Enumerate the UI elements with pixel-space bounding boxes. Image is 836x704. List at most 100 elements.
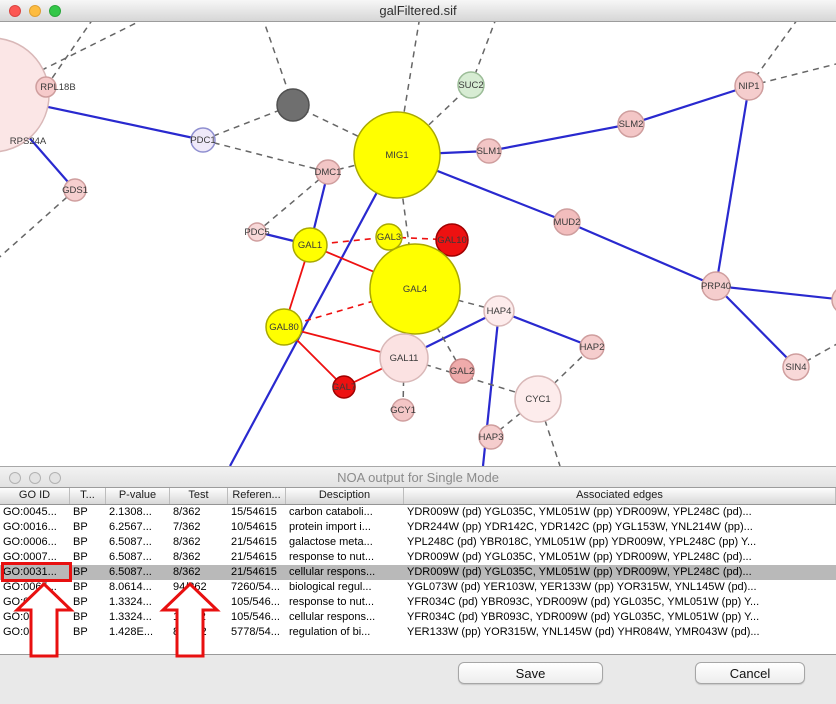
table-cell: YER133W (pp) YOR315W, YNL145W (pd) YHR08… <box>407 626 760 638</box>
graph-node-gray1[interactable] <box>276 88 310 122</box>
graph-node-prp40[interactable] <box>701 271 731 301</box>
table-cell: 1.3324... <box>109 611 152 623</box>
table-cell: GO:0006... <box>3 536 57 548</box>
graph-edge[interactable] <box>292 104 398 156</box>
window-controls <box>9 5 61 17</box>
table-cell: 6.5087... <box>109 566 152 578</box>
graph-node-label: GAL2 <box>450 366 474 377</box>
table-cell: YDR009W (pd) YGL035C, YML051W (pp) YDR00… <box>407 551 752 563</box>
graph-node-mud2[interactable] <box>553 208 581 236</box>
graph-node-label: PRP40 <box>701 281 731 292</box>
graph-node-suc2[interactable] <box>457 71 485 99</box>
close-button-icon[interactable] <box>9 472 21 484</box>
graph-node-mig1[interactable] <box>353 111 441 199</box>
table-cell: BP <box>73 551 88 563</box>
zoom-button-icon[interactable] <box>49 5 61 17</box>
graph-edge[interactable] <box>488 122 632 153</box>
graph-node-gal10[interactable] <box>435 223 469 257</box>
column-header-desciption[interactable]: Desciption <box>286 488 404 504</box>
graph-edge[interactable] <box>256 171 329 233</box>
graph-node-gal1[interactable] <box>292 227 328 263</box>
graph-edge[interactable] <box>748 62 836 87</box>
column-header-t-[interactable]: T... <box>70 488 106 504</box>
graph-node-edge_r[interactable] <box>831 286 836 314</box>
table-cell: YFR034C (pd) YBR093C, YDR009W (pd) YGL03… <box>407 611 760 623</box>
graph-node-label: GAL80 <box>269 322 299 333</box>
graph-edge[interactable] <box>566 220 717 288</box>
network-window-titlebar[interactable]: galFiltered.sif <box>0 0 836 22</box>
table-cell: GO:0065... <box>3 581 57 593</box>
graph-node-rpl18b[interactable] <box>35 76 57 98</box>
graph-node-label: GAL4 <box>403 284 427 295</box>
graph-edge[interactable] <box>0 189 76 262</box>
graph-node-gal11[interactable] <box>379 333 429 383</box>
table-cell: 21/54615 <box>231 566 277 578</box>
table-cell: BP <box>73 596 88 608</box>
close-button-icon[interactable] <box>9 5 21 17</box>
graph-edge[interactable] <box>202 139 329 173</box>
zoom-button-icon[interactable] <box>49 472 61 484</box>
graph-edge[interactable] <box>715 284 836 301</box>
network-canvas[interactable]: RPS24ARPL18BGDS1PDC1DMC1MIG1SUC2SLM1SLM2… <box>0 15 836 467</box>
graph-edge[interactable] <box>715 285 797 368</box>
graph-node-pdc1[interactable] <box>190 127 216 153</box>
graph-edge[interactable] <box>714 85 751 287</box>
graph-edge[interactable] <box>402 357 405 411</box>
column-header-referen-[interactable]: Referen... <box>228 488 286 504</box>
graph-node-dmc1[interactable] <box>315 159 341 185</box>
graph-node-gal3[interactable] <box>375 223 403 251</box>
graph-node-cyc1[interactable] <box>514 375 562 423</box>
graph-node-gal4[interactable] <box>369 243 461 335</box>
graph-node-gal80[interactable] <box>265 308 303 346</box>
table-cell: GO:0009... <box>3 596 57 608</box>
graph-node-hap2[interactable] <box>579 334 605 360</box>
table-cell: cellular respons... <box>289 566 376 578</box>
graph-node-nip1[interactable] <box>734 71 764 101</box>
minimize-button-icon[interactable] <box>29 5 41 17</box>
graph-edge[interactable] <box>630 84 750 126</box>
graph-edge[interactable] <box>0 15 151 95</box>
noa-window-titlebar[interactable]: NOA output for Single Mode <box>0 466 836 488</box>
save-button[interactable]: Save <box>458 662 603 684</box>
graph-edge[interactable] <box>229 154 398 467</box>
graph-node-hap3[interactable] <box>478 424 504 450</box>
table-cell: 105/546... <box>231 596 280 608</box>
minimize-button-icon[interactable] <box>29 472 41 484</box>
window-title: galFiltered.sif <box>379 3 457 18</box>
column-header-associated-edges[interactable]: Associated edges <box>404 488 836 504</box>
graph-node-pdc5[interactable] <box>247 222 267 242</box>
graph-node-sin4[interactable] <box>782 353 810 381</box>
graph-edge[interactable] <box>498 309 593 349</box>
graph-node-label: CYC1 <box>525 394 550 405</box>
table-cell: YDR244W (pp) YDR142C, YDR142C (pp) YGL15… <box>407 521 753 533</box>
graph-node-gal7[interactable] <box>332 375 356 399</box>
graph-node-slm1[interactable] <box>476 138 502 164</box>
graph-edge[interactable] <box>795 340 836 368</box>
graph-node-gcy1[interactable] <box>391 398 415 422</box>
table-cell: galactose meta... <box>289 536 373 548</box>
column-header-test[interactable]: Test <box>170 488 228 504</box>
table-cell: 10/54615 <box>231 521 277 533</box>
graph-edge[interactable] <box>45 15 96 88</box>
graph-node-hap4[interactable] <box>483 295 515 327</box>
graph-node-label: SUC2 <box>458 80 483 91</box>
column-header-p-value[interactable]: P-value <box>106 488 170 504</box>
column-header-go-id[interactable]: GO ID <box>0 488 70 504</box>
graph-node-slm2[interactable] <box>617 110 645 138</box>
graph-node-gds1[interactable] <box>63 178 87 202</box>
graph-node-gal2[interactable] <box>449 358 475 384</box>
cancel-button[interactable]: Cancel <box>695 662 805 684</box>
table-cell: YDR009W (pd) YGL035C, YML051W (pp) YDR00… <box>407 506 752 518</box>
